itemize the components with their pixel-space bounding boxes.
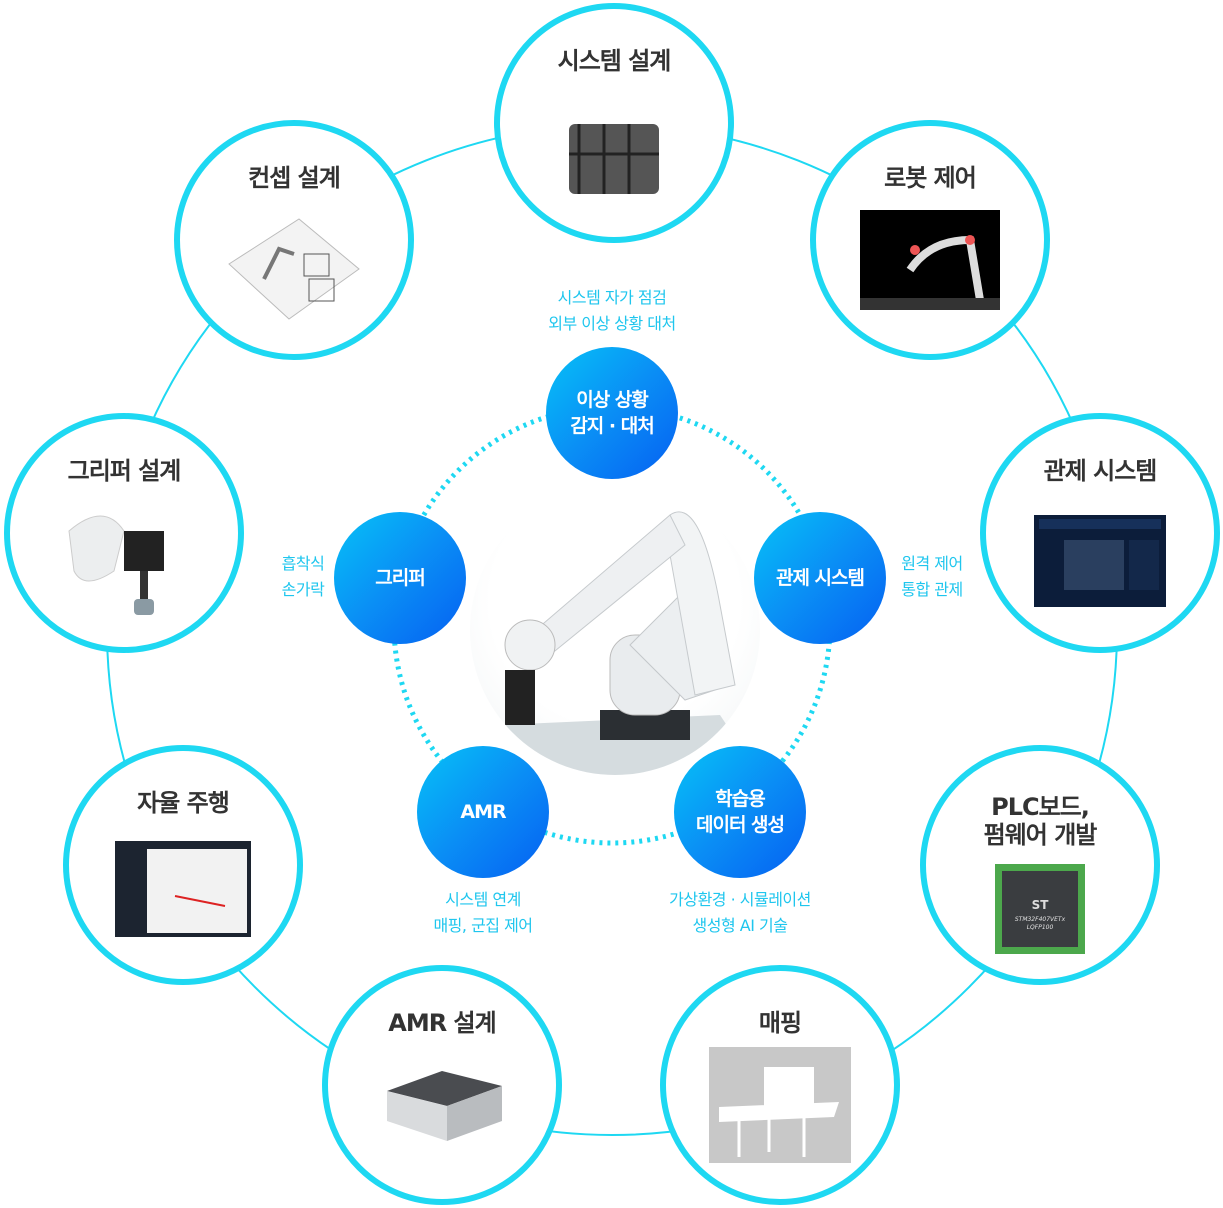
training-data-note: 가상환경 · 시뮬레이션 생성형 AI 기술 <box>669 890 811 935</box>
node-autonomous-driving: 자율 주행 <box>63 745 303 985</box>
node-title: 시스템 설계 <box>557 47 672 75</box>
inner-node-training-data: 학습용 데이터 생성 <box>674 746 806 878</box>
amr-image <box>387 1071 502 1141</box>
concept-image <box>228 218 360 320</box>
inner-node-amr: AMR <box>417 746 549 878</box>
navigation-screenshot <box>115 841 251 937</box>
node-control-system: 관제 시스템 <box>980 413 1220 653</box>
inner-node-gripper: 그리퍼 <box>334 512 466 644</box>
system-design-image <box>569 124 659 194</box>
node-title: 매핑 <box>758 1009 802 1037</box>
amr-note: 시스템 연계 매핑, 군집 제어 <box>433 890 533 935</box>
node-system-design: 시스템 설계 <box>494 3 734 243</box>
node-plc-firmware: PLC보드, 펌웨어 개발 ST STM32F407VETx LQFP100 <box>920 745 1160 985</box>
robot-arm-image <box>470 485 760 775</box>
inner-node-anomaly: 이상 상황 감지 · 대처 <box>546 347 678 479</box>
control-system-screenshot <box>1034 515 1166 607</box>
node-concept-design: 컨셉 설계 <box>174 120 414 360</box>
control-system-note: 원격 제어 통합 관제 <box>901 554 963 599</box>
chip-image: ST <box>995 864 1085 954</box>
map-image <box>709 1047 851 1163</box>
inner-node-control-system: 관제 시스템 <box>754 512 886 644</box>
node-mapping: 매핑 <box>660 965 900 1205</box>
gripper-image <box>68 515 164 615</box>
node-gripper-design: 그리퍼 설계 <box>4 413 244 653</box>
svg-text:ST: ST <box>1032 898 1050 912</box>
node-title: 로봇 제어 <box>884 164 977 192</box>
gripper-note: 흡착식 손가락 <box>281 554 325 599</box>
node-robot-control: 로봇 제어 <box>810 120 1050 360</box>
node-title: 컨셉 설계 <box>248 164 341 192</box>
node-title: 그리퍼 설계 <box>67 457 182 485</box>
node-title: AMR 설계 <box>388 1009 496 1037</box>
anomaly-note: 시스템 자가 점검 외부 이상 상황 대처 <box>548 288 676 333</box>
chip-label: STM32F407VETx LQFP100 <box>1014 916 1066 931</box>
node-title: PLC보드, 펌웨어 개발 <box>983 793 1098 849</box>
node-amr-design: AMR 설계 <box>322 965 562 1205</box>
robot-control-image <box>860 210 1000 310</box>
node-title: 관제 시스템 <box>1043 457 1158 485</box>
node-title: 자율 주행 <box>137 789 230 817</box>
